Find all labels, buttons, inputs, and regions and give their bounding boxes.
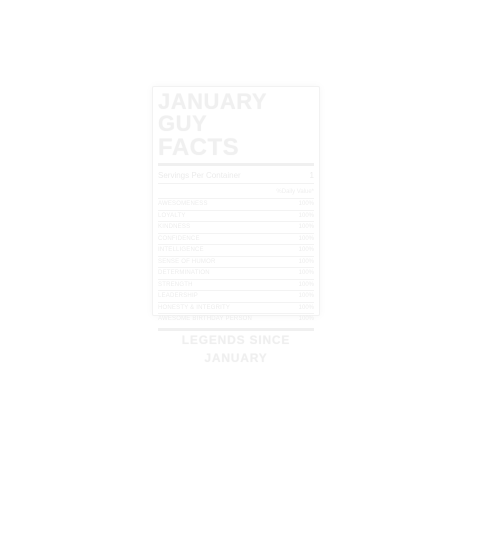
fact-row: Determination 100%	[158, 267, 314, 279]
daily-value-header: %Daily Value*	[276, 189, 314, 195]
fact-value: 100%	[298, 235, 314, 242]
servings-row: Servings Per Container 1	[158, 169, 314, 183]
fact-row: Sense of Humor 100%	[158, 255, 314, 268]
fact-name: Loyalty	[158, 212, 186, 219]
fact-name: Determination	[158, 270, 210, 276]
fact-name: Strength	[158, 281, 193, 288]
fact-row: Honesty & Integrity 100%	[158, 301, 314, 314]
fact-row: Loyalty 100%	[158, 209, 314, 222]
title-line-2: FACTS	[158, 134, 240, 161]
fact-value: 100%	[298, 258, 314, 265]
fact-row: Confidence 100%	[158, 232, 314, 245]
fact-name: Leadership	[158, 293, 199, 299]
fact-value: 100%	[298, 224, 314, 230]
fact-value: 100%	[298, 270, 314, 276]
divider	[158, 183, 314, 184]
fact-value: 100%	[298, 247, 314, 253]
fact-name: Awesomeness	[158, 201, 208, 207]
label-title: JANUARY GUY FACTS	[158, 91, 314, 161]
servings-label: Servings Per Container	[158, 171, 241, 180]
facts-list: Awesomeness 100% Loyalty 100% Kindness 100%…	[158, 198, 314, 325]
fact-value: 100%	[298, 212, 314, 219]
servings-value: 1	[309, 171, 314, 180]
title-line-1: JANUARY GUY	[158, 89, 267, 136]
fact-name: Awesome Birthday Person	[158, 316, 253, 322]
fact-name: Intelligence	[158, 247, 204, 253]
nutrition-facts-label: JANUARY GUY FACTS Servings Per Container…	[152, 86, 320, 365]
fact-row: Awesomeness 100%	[158, 198, 314, 210]
fact-row: Intelligence 100%	[158, 244, 314, 256]
fact-name: Confidence	[158, 235, 200, 242]
thick-divider	[158, 163, 314, 166]
fact-row: Strength 100%	[158, 278, 314, 291]
fact-name: Sense of Humor	[158, 258, 216, 265]
label-footer: LEGENDS SINCE JANUARY	[158, 327, 314, 367]
fact-value: 100%	[298, 304, 314, 311]
fact-value: 100%	[298, 281, 314, 288]
fact-row: Kindness 100%	[158, 221, 314, 233]
fact-value: 100%	[298, 293, 314, 299]
fact-row: Awesome Birthday Person 100%	[158, 313, 314, 325]
fact-name: Honesty & Integrity	[158, 304, 231, 311]
fact-value: 100%	[298, 201, 314, 207]
fact-name: Kindness	[158, 224, 191, 230]
fact-row: Leadership 100%	[158, 290, 314, 302]
fact-value: 100%	[298, 316, 314, 322]
